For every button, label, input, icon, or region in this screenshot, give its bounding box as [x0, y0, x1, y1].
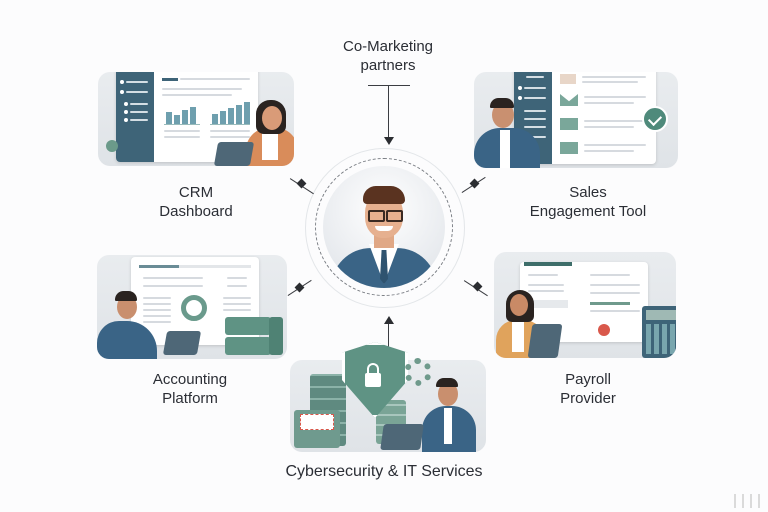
payroll-label: Payroll Provider: [518, 370, 658, 408]
bar-chart-icon: [210, 100, 250, 125]
crm-illustration: [98, 72, 294, 166]
cyber-label: Cybersecurity & IT Services: [254, 462, 514, 481]
email-icon: [560, 94, 578, 106]
calculator-icon: [642, 306, 676, 358]
node-label-line2: partners: [360, 57, 416, 74]
node-label-line2: Provider: [560, 390, 616, 407]
center-hub: [305, 148, 465, 308]
email-icon: [560, 142, 578, 154]
email-icon: [560, 74, 576, 84]
cyber-illustration: [290, 342, 486, 452]
avatar: [323, 166, 445, 288]
node-label-line2: Platform: [162, 390, 218, 407]
plant-icon: [106, 140, 118, 152]
dashed-ring: [315, 158, 453, 296]
accounting-illustration: [97, 255, 287, 359]
node-label-line1: Cybersecurity & IT Services: [285, 463, 483, 480]
node-label-line2: Engagement Tool: [529, 203, 647, 220]
node-label-line1: Payroll: [565, 371, 611, 388]
outer-ring: [305, 148, 465, 308]
stamp-icon: [598, 324, 610, 336]
accounting-label: Accounting Platform: [120, 370, 260, 408]
bar-chart-icon: [164, 102, 200, 125]
email-icon: [560, 118, 578, 130]
node-label-line1: Co-Marketing: [342, 38, 434, 55]
checkmark-icon: [642, 106, 668, 132]
sales-label: Sales Engagement Tool: [518, 183, 658, 221]
watermark-dots: [734, 494, 764, 508]
gear-icon: [404, 358, 432, 386]
donut-chart-icon: [181, 295, 207, 321]
node-label-line2: Dashboard: [159, 203, 233, 220]
payroll-illustration: [494, 252, 676, 358]
node-label-line1: Sales: [569, 184, 607, 201]
node-label-line1: CRM: [178, 184, 214, 201]
sales-illustration: [474, 72, 678, 168]
node-co-marketing: Co-Marketing partners: [300, 37, 476, 75]
node-label-line1: Accounting: [152, 371, 228, 388]
crm-label: CRM Dashboard: [126, 183, 266, 221]
